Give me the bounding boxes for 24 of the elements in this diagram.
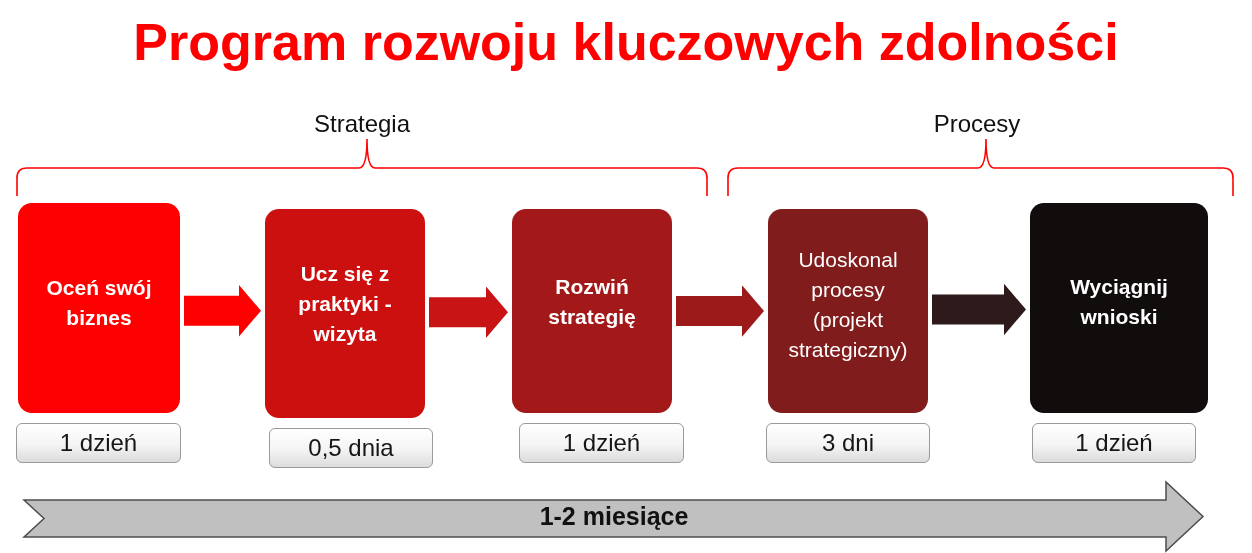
duration-label: 1 dzień	[519, 423, 684, 463]
group-label: Strategia	[312, 110, 412, 138]
title: Program rozwoju kluczowych zdolności	[132, 12, 1120, 73]
arrow	[676, 284, 764, 338]
duration-label: 3 dni	[766, 423, 930, 463]
step-label: Ucz się z praktyki - wizyta	[297, 260, 393, 347]
arrow	[184, 284, 261, 337]
process-box	[1030, 203, 1208, 413]
process-box	[265, 209, 425, 418]
duration-label: 0,5 dnia	[269, 428, 433, 468]
group-label: Procesy	[932, 110, 1022, 138]
process-box	[768, 209, 928, 413]
step-label: Oceń swój biznes	[45, 275, 153, 331]
step-label: Wyciągnij wnioski	[1069, 274, 1169, 330]
duration-label: 1 dzień	[16, 423, 181, 463]
timeline-arrow	[24, 481, 1204, 552]
duration-label: 1 dzień	[1032, 423, 1196, 463]
timeline-label: 1-2 miesiące	[539, 502, 689, 531]
step-label: Rozwiń strategię	[547, 274, 637, 330]
arrow	[932, 283, 1026, 336]
step-label: Udoskonal procesy (projekt strategiczny)	[787, 247, 909, 363]
arrow	[429, 286, 508, 339]
process-box	[512, 209, 672, 413]
process-box	[18, 203, 180, 413]
